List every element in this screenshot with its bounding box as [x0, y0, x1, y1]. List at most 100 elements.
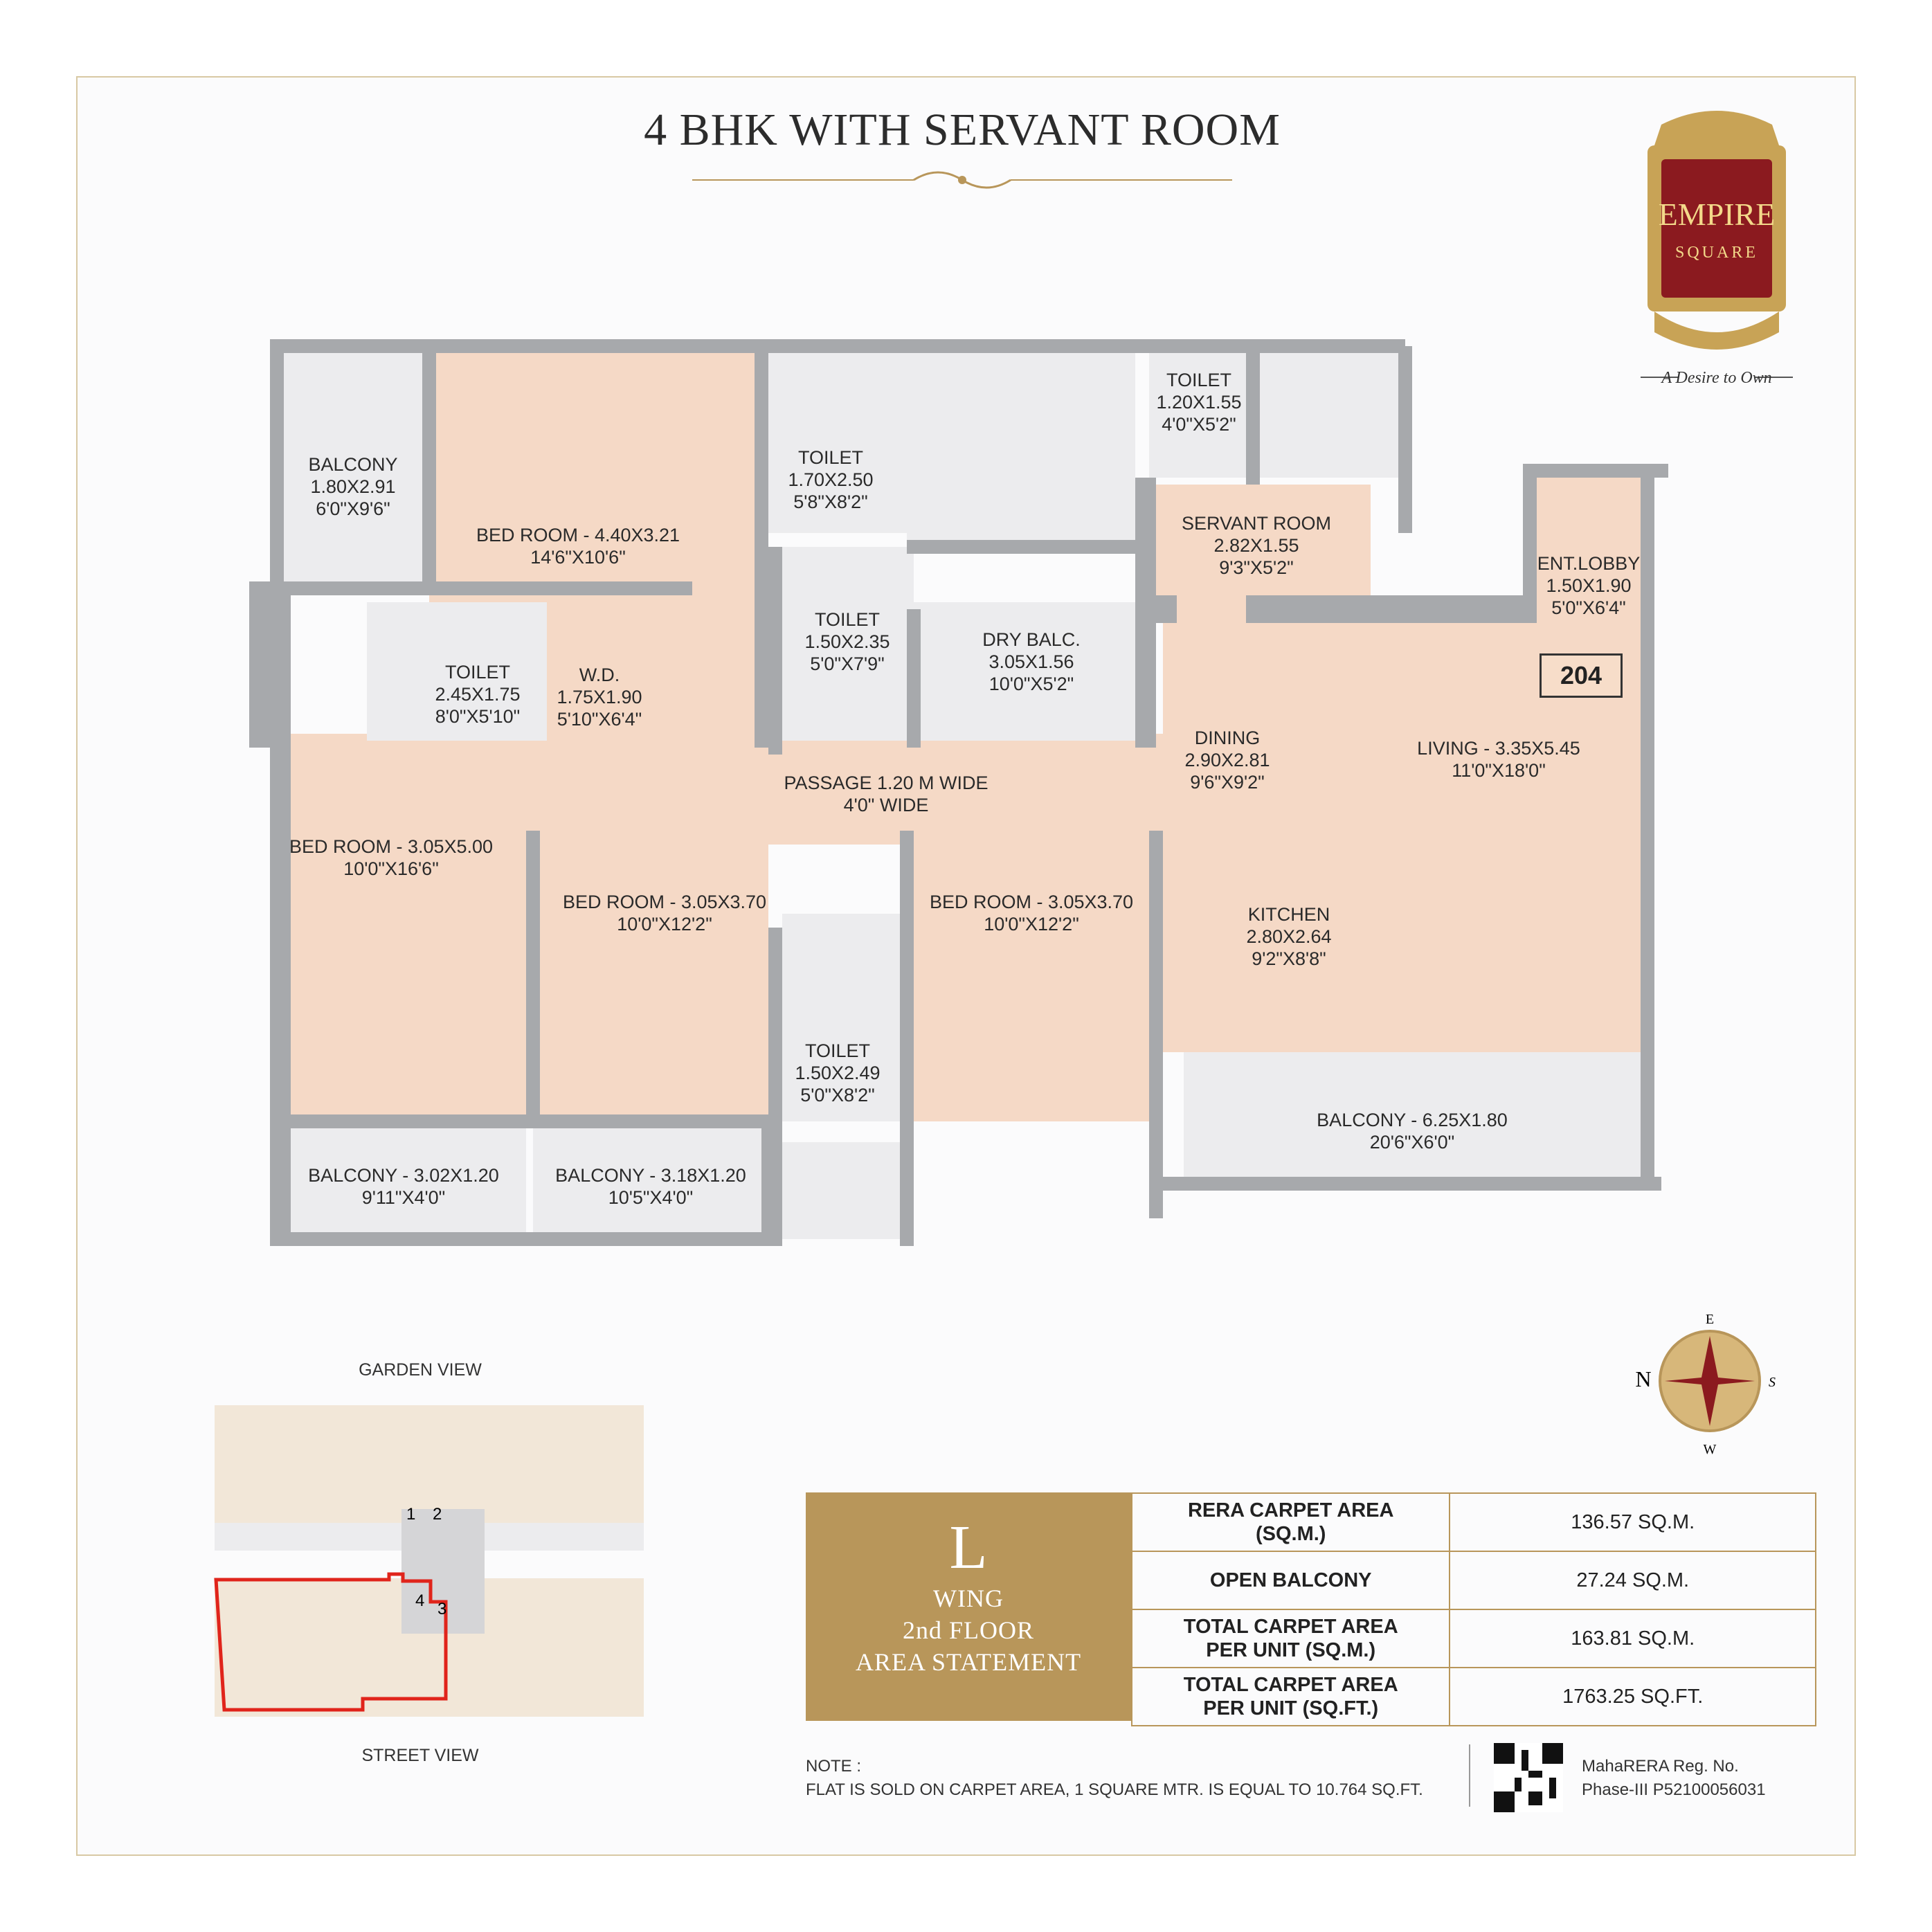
- bed-2-name: BED ROOM - 3.05X5.00: [289, 836, 493, 857]
- floor-plan: BALCONY 1.80X2.91 6'0"X9'6" BED ROOM - 4…: [249, 339, 1668, 1246]
- wet-areas: [284, 346, 1647, 1239]
- dry-balc-m: 3.05X1.56: [988, 651, 1074, 672]
- living-name: LIVING - 3.35X5.45: [1417, 738, 1580, 759]
- wing-panel: L WING 2nd FLOOR AREA STATEMENT: [806, 1492, 1131, 1721]
- area-statement-heading: AREA STATEMENT: [855, 1648, 1082, 1676]
- toilet-b-name: TOILET: [1166, 370, 1231, 390]
- row-label: RERA CARPET AREA(SQ.M.): [1130, 1492, 1451, 1552]
- balcony-a-ft: 6'0"X9'6": [316, 498, 390, 519]
- toilet-b-ft: 4'0"X5'2": [1162, 414, 1236, 435]
- row-value: 1763.25 SQ.FT.: [1449, 1667, 1816, 1726]
- note: NOTE : FLAT IS SOLD ON CARPET AREA, 1 SQ…: [806, 1755, 1423, 1802]
- toilet-e-m: 1.50X2.49: [795, 1063, 880, 1083]
- passage-name: PASSAGE 1.20 M WIDE: [784, 773, 988, 793]
- keyplan-num-2: 2: [433, 1505, 442, 1524]
- note-heading: NOTE :: [806, 1757, 862, 1776]
- keyplan-street-view: STREET VIEW: [361, 1746, 479, 1765]
- toilet-d-ft: 5'0"X7'9": [810, 653, 885, 674]
- title-ornament: [692, 171, 1232, 189]
- balcony-c-name: BALCONY - 3.02X1.20: [308, 1165, 499, 1186]
- toilet-c-m: 2.45X1.75: [435, 684, 520, 705]
- compass-n: N: [1635, 1366, 1651, 1391]
- compass-rose: E N S W: [1635, 1312, 1776, 1457]
- servant-ft: 9'3"X5'2": [1219, 557, 1294, 578]
- living-ft: 11'0"X18'0": [1452, 760, 1546, 781]
- kitchen-m: 2.80X2.64: [1246, 926, 1331, 947]
- toilet-a-ft: 5'8"X8'2": [793, 491, 868, 512]
- toilet-d-name: TOILET: [815, 609, 880, 630]
- toilet-e-name: TOILET: [805, 1040, 870, 1061]
- key-plan: 1 2 3 4: [214, 1405, 644, 1717]
- balcony-a-name: BALCONY: [308, 454, 397, 475]
- empire-square-logo: EMPIRE SQUARE A Desire to Own: [1613, 104, 1821, 395]
- bed-4-ft: 10'0"X12'2": [984, 914, 1079, 935]
- divider: [1469, 1744, 1470, 1807]
- logo-tagline: A Desire to Own: [1660, 369, 1771, 387]
- wd-m: 1.75X1.90: [557, 687, 642, 707]
- table-row: OPEN BALCONY 27.24 SQ.M.: [1130, 1551, 1816, 1610]
- toilet-e-ft: 5'0"X8'2": [800, 1085, 875, 1105]
- bed-3-name: BED ROOM - 3.05X3.70: [563, 892, 766, 912]
- compass-e: E: [1706, 1312, 1714, 1327]
- floor-label: 2nd FLOOR: [902, 1616, 1035, 1644]
- unit-number-badge: 204: [1540, 653, 1623, 698]
- plan-title: 4 BHK WITH SERVANT ROOM: [644, 105, 1281, 155]
- keyplan-garden-view: GARDEN VIEW: [359, 1360, 482, 1380]
- row-value: 27.24 SQ.M.: [1449, 1551, 1816, 1610]
- keyplan-num-4: 4: [415, 1591, 424, 1610]
- compass-w: W: [1704, 1442, 1717, 1457]
- balcony-b-ft: 20'6"X6'0": [1370, 1132, 1455, 1153]
- rera-registration: MahaRERA Reg. No. Phase-III P52100056031: [1582, 1755, 1766, 1802]
- logo-line2: SQUARE: [1675, 244, 1758, 262]
- servant-name: SERVANT ROOM: [1182, 513, 1331, 534]
- wing-letter: L: [949, 1513, 988, 1582]
- passage-ft: 4'0" WIDE: [844, 795, 929, 815]
- room-labels: BALCONY 1.80X2.91 6'0"X9'6" BED ROOM - 4…: [289, 370, 1640, 1208]
- keyplan-num-3: 3: [437, 1600, 446, 1618]
- wd-ft: 5'10"X6'4": [557, 709, 642, 730]
- dining-name: DINING: [1195, 728, 1261, 748]
- row-value: 136.57 SQ.M.: [1449, 1492, 1816, 1552]
- rera-line1: MahaRERA Reg. No.: [1582, 1757, 1739, 1776]
- toilet-c-ft: 8'0"X5'10": [435, 706, 521, 727]
- toilet-b-m: 1.20X1.55: [1156, 392, 1241, 413]
- bed-master-ft: 14'6"X10'6": [530, 547, 626, 568]
- wing-label: WING: [933, 1585, 1004, 1612]
- balcony-a-m: 1.80X2.91: [310, 476, 395, 497]
- room-fills: [291, 353, 1647, 1121]
- bed-2-ft: 10'0"X16'6": [343, 858, 439, 879]
- note-text: FLAT IS SOLD ON CARPET AREA, 1 SQUARE MT…: [806, 1780, 1423, 1799]
- row-label: OPEN BALCONY: [1130, 1551, 1451, 1610]
- keyplan-num-1: 1: [406, 1505, 415, 1524]
- qr-code-icon: [1494, 1743, 1563, 1812]
- ent-lobby-name: ENT.LOBBY: [1537, 553, 1641, 574]
- ent-lobby-m: 1.50X1.90: [1546, 575, 1631, 596]
- toilet-c-name: TOILET: [445, 662, 510, 683]
- kitchen-ft: 9'2"X8'8": [1252, 948, 1326, 969]
- dry-balc-name: DRY BALC.: [982, 629, 1081, 650]
- rera-line2: Phase-III P52100056031: [1582, 1780, 1766, 1799]
- area-statement-table: RERA CARPET AREA(SQ.M.) 136.57 SQ.M. OPE…: [1130, 1492, 1816, 1726]
- toilet-a-m: 1.70X2.50: [788, 469, 873, 490]
- servant-m: 2.82X1.55: [1213, 535, 1299, 556]
- ent-lobby-ft: 5'0"X6'4": [1551, 597, 1626, 618]
- compass-s: S: [1769, 1375, 1776, 1390]
- dining-m: 2.90X2.81: [1184, 750, 1270, 770]
- bed-master-name: BED ROOM - 4.40X3.21: [476, 525, 680, 545]
- balcony-b-name: BALCONY - 6.25X1.80: [1317, 1110, 1508, 1130]
- dry-balc-ft: 10'0"X5'2": [989, 674, 1074, 694]
- kitchen-name: KITCHEN: [1248, 904, 1330, 925]
- row-value: 163.81 SQ.M.: [1449, 1609, 1816, 1668]
- bed-3-ft: 10'0"X12'2": [617, 914, 712, 935]
- table-row: RERA CARPET AREA(SQ.M.) 136.57 SQ.M.: [1130, 1492, 1816, 1552]
- balcony-d-ft: 10'5"X4'0": [608, 1187, 694, 1208]
- dining-ft: 9'6"X9'2": [1190, 772, 1265, 793]
- balcony-c-ft: 9'11"X4'0": [362, 1187, 446, 1208]
- toilet-d-m: 1.50X2.35: [804, 631, 890, 652]
- balcony-d-name: BALCONY - 3.18X1.20: [555, 1165, 746, 1186]
- logo-line1: EMPIRE: [1659, 197, 1776, 232]
- bed-4-name: BED ROOM - 3.05X3.70: [930, 892, 1133, 912]
